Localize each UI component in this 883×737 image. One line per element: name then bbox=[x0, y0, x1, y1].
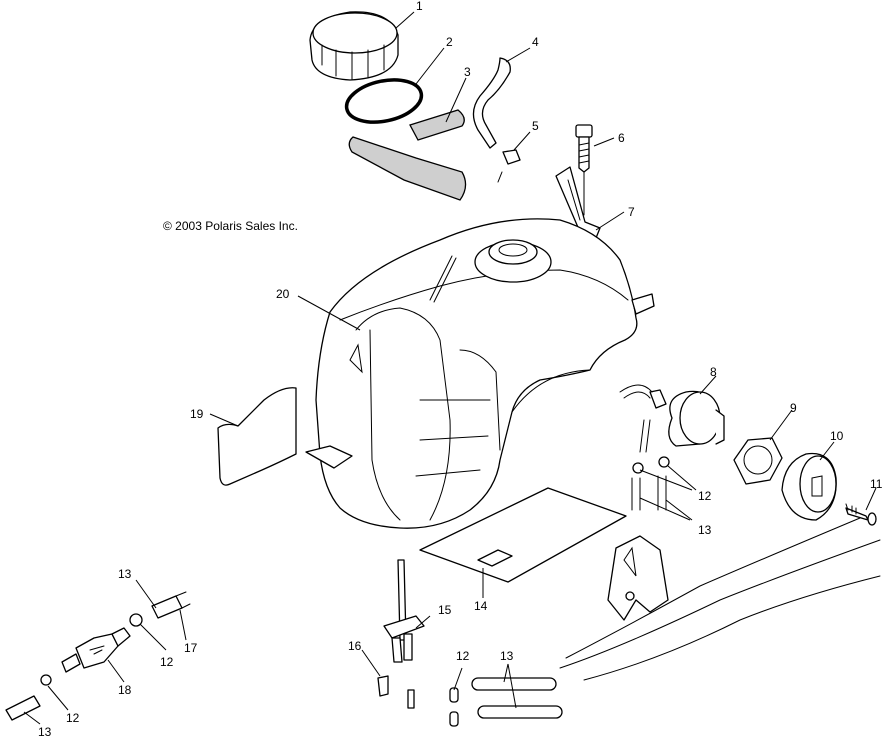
part-fuel-pump bbox=[619, 375, 725, 453]
callout-4: 4 bbox=[532, 35, 539, 49]
part-fuel-cap bbox=[309, 11, 399, 81]
part-foam-pads bbox=[348, 109, 467, 201]
callout-18: 18 bbox=[118, 683, 132, 697]
part-bolt bbox=[575, 124, 593, 216]
part-heat-shield bbox=[419, 487, 627, 598]
callout-9: 9 bbox=[790, 401, 797, 415]
callout-3: 3 bbox=[464, 65, 471, 79]
callout-12-lower: 12 bbox=[456, 649, 470, 663]
callout-13-left: 13 bbox=[118, 567, 132, 581]
callout-20: 20 bbox=[276, 287, 290, 301]
top-leaders bbox=[395, 11, 625, 231]
callout-12-pump: 12 bbox=[698, 489, 712, 503]
copyright-text: © 2003 Polaris Sales Inc. bbox=[163, 219, 298, 233]
part-fuel-tank bbox=[297, 218, 655, 529]
callout-2: 2 bbox=[446, 35, 453, 49]
part-pump-clamps-hoses bbox=[631, 456, 697, 521]
callout-12-left: 12 bbox=[160, 655, 174, 669]
part-hex-nut bbox=[733, 409, 793, 485]
callout-7: 7 bbox=[628, 205, 635, 219]
callout-1: 1 bbox=[416, 0, 423, 13]
part-valve-screws bbox=[361, 649, 415, 709]
part-filter-hoses bbox=[5, 579, 191, 725]
part-decal bbox=[209, 387, 297, 486]
part-check-valve bbox=[497, 149, 521, 183]
part-fuel-filter bbox=[61, 627, 131, 683]
callout-6: 6 bbox=[618, 131, 625, 145]
callout-10: 10 bbox=[830, 429, 844, 443]
callout-19: 19 bbox=[190, 407, 204, 421]
callout-13-bottom: 13 bbox=[38, 725, 52, 737]
part-lower-clamps-hoses bbox=[449, 663, 563, 727]
callout-labels: 1 2 3 4 5 6 7 8 9 10 11 12 13 14 15 16 1… bbox=[38, 0, 883, 737]
part-gasket-ring bbox=[344, 78, 424, 124]
callout-14: 14 bbox=[474, 599, 488, 613]
callout-15: 15 bbox=[438, 603, 452, 617]
part-fuel-valve bbox=[383, 559, 431, 663]
callout-16: 16 bbox=[348, 639, 362, 653]
callout-8: 8 bbox=[710, 365, 717, 379]
callout-12-bottom: 12 bbox=[66, 711, 80, 725]
callout-13-pump: 13 bbox=[698, 523, 712, 537]
callout-17: 17 bbox=[184, 641, 198, 655]
part-screw bbox=[845, 487, 877, 526]
callout-11: 11 bbox=[870, 477, 883, 491]
part-frame bbox=[559, 517, 881, 681]
part-vent-hose bbox=[472, 57, 511, 149]
part-pump-cover bbox=[781, 441, 837, 521]
callout-5: 5 bbox=[532, 119, 539, 133]
callout-13-lower: 13 bbox=[500, 649, 514, 663]
